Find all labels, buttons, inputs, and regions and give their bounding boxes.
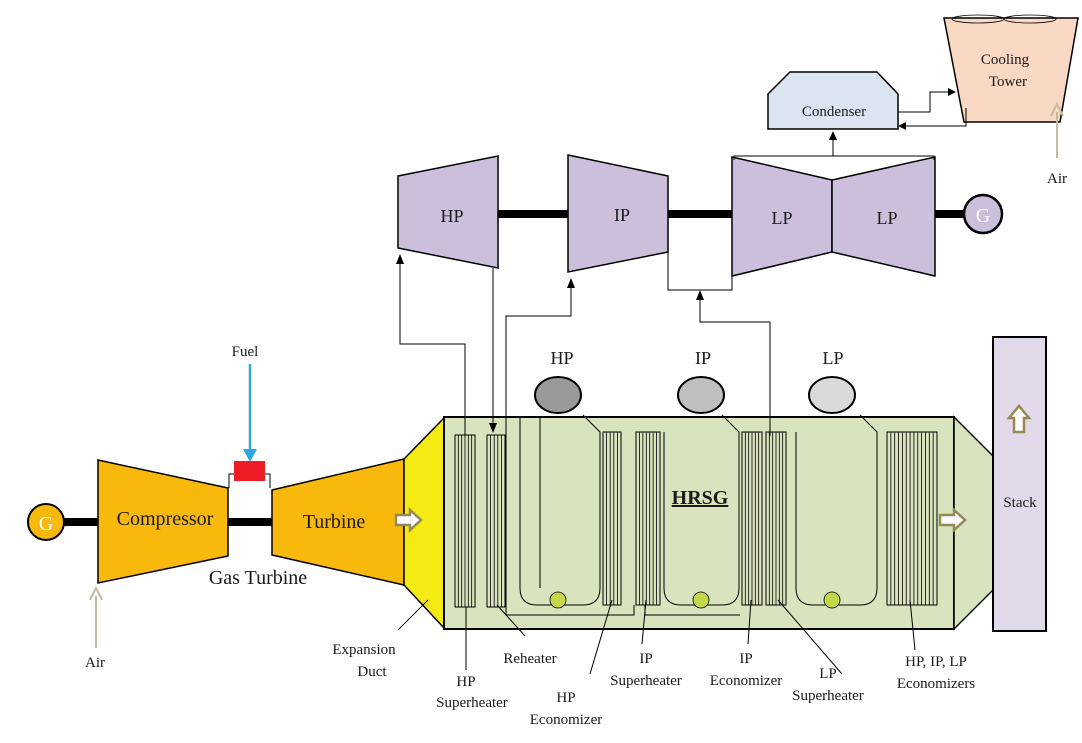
cooling-tower-label-2: Tower (989, 74, 1027, 90)
hp-steam-turbine (397, 155, 499, 269)
leader-expansion-duct (397, 599, 429, 631)
hrsg-coils (454, 431, 938, 608)
cooling-tower (943, 17, 1079, 123)
compressor (97, 459, 229, 584)
evaporators (505, 414, 878, 616)
lp-superheater-label-2: Superheater (792, 688, 864, 704)
hp-economizer-label-1: HP (556, 690, 575, 706)
lp-exhaust-arrowhead (829, 131, 837, 140)
lp-drum (808, 376, 856, 414)
stack (992, 336, 1047, 632)
tower-air-arrowhead (1050, 101, 1064, 117)
hp-evaporator (519, 414, 601, 606)
leader-ip-superheater (641, 599, 647, 645)
lp-turbine-1-label: LP (771, 208, 792, 228)
steam-turbine-train: HP IP LP LP G (397, 154, 1004, 277)
ip-superheater-label-2: Superheater (610, 673, 682, 689)
hp-ip-lp-economizers-coil (886, 431, 938, 606)
air-left-label: Air (85, 655, 105, 671)
economizers-label-1: HP, IP, LP (905, 654, 967, 670)
hrsg-label: HRSG (672, 487, 729, 509)
hp-drum (534, 376, 582, 414)
reheater-coil (486, 434, 506, 608)
ip-economizer-label-2: Economizer (710, 673, 782, 689)
gas-turbine-label: Gas Turbine (209, 567, 307, 589)
ip-crossover-arrowhead (696, 290, 704, 300)
reheater-label: Reheater (503, 651, 556, 667)
steam-piping (396, 252, 771, 436)
steam-drums: HP IP LP (534, 348, 856, 414)
callout-leaders (397, 599, 916, 675)
drum-ip-label: IP (695, 348, 711, 368)
hp-mud-drum (549, 591, 567, 609)
lp-steam-pipe (699, 298, 771, 436)
hp-steam-pipe (399, 262, 466, 436)
compressor-label: Compressor (117, 508, 214, 530)
hp-superheater-coil (454, 434, 476, 608)
fuel-label: Fuel (232, 344, 259, 360)
leader-ip-economizer (747, 599, 752, 645)
leader-hp-economizer (589, 599, 613, 675)
callout-labels: Expansion Duct HP Superheater Reheater H… (332, 642, 975, 728)
lp-exhaust-pipe (733, 155, 935, 160)
ip-turbine-label: IP (614, 205, 630, 225)
hp-economizer-label-2: Economizer (530, 712, 602, 728)
economizers-label-2: Economizers (897, 676, 975, 692)
leader-lp-superheater (777, 599, 843, 675)
lp-turbine-2-label: LP (876, 208, 897, 228)
st-generator-label: G (976, 205, 990, 227)
drum-lp-label: LP (822, 348, 843, 368)
stack-flow-arrow (1006, 404, 1032, 434)
exhaust-flow-arrow (394, 507, 423, 533)
hp-superheater-label-1: HP (456, 674, 475, 690)
ip-mud-drum (692, 591, 710, 609)
lp-superheater-coil (765, 431, 787, 606)
gas-turbine-section: G Compressor Fuel Turbine Gas Turbine Ai… (27, 344, 405, 671)
burner (234, 461, 265, 481)
gt-generator-label: G (39, 513, 53, 535)
tower-fan-right (1003, 14, 1057, 24)
turbine-label: Turbine (303, 511, 366, 533)
lp-superheater-label-1: LP (819, 666, 837, 682)
gt-generator (27, 503, 65, 541)
cooling-tower-label-1: Cooling (981, 52, 1030, 68)
lp-evaporator (795, 414, 878, 606)
hp-steam-arrowhead (396, 254, 404, 264)
lp-mud-drum (823, 591, 841, 609)
expansion-duct-label-2: Duct (357, 664, 387, 680)
cw-out-arrowhead (948, 88, 956, 96)
cold-reheat-arrowhead (489, 423, 497, 433)
ip-economizer-coil (741, 431, 763, 606)
hot-reheat-pipe (505, 286, 572, 436)
ip-superheater-coil (635, 431, 661, 606)
drum-hp-label: HP (550, 348, 573, 368)
condenser-label: Condenser (802, 104, 866, 120)
hp-economizer-coil (602, 431, 622, 606)
cw-return-pipe (902, 108, 967, 127)
air-right-label: Air (1047, 171, 1067, 187)
st-generator (962, 193, 1004, 235)
cw-return-arrowhead (898, 122, 906, 130)
ip-economizer-label-1: IP (739, 651, 752, 667)
fuel-arrowhead (243, 449, 257, 462)
air-in-arrowhead (89, 585, 103, 601)
ip-evaporator (663, 414, 740, 606)
hp-economizer-link (505, 430, 635, 616)
leader-reheater (496, 604, 526, 637)
leader-economizers (909, 599, 916, 651)
ip-crossover-pipe (667, 252, 733, 291)
expansion-duct-label-1: Expansion (332, 642, 396, 658)
hot-reheat-arrowhead (567, 278, 575, 288)
hp-turbine-label: HP (440, 206, 463, 226)
cw-out-pipe (898, 91, 952, 113)
ip-superheater-label-1: IP (639, 651, 652, 667)
hp-superheater-label-2: Superheater (436, 695, 508, 711)
lp-steam-turbine-2 (831, 156, 936, 277)
hrsg-outlet-arrow (938, 507, 967, 533)
ip-drum (677, 376, 725, 414)
condenser (767, 71, 899, 130)
stack-label: Stack (1003, 495, 1037, 511)
cooling-system: Condenser Cooling Tower Air (733, 14, 1079, 187)
